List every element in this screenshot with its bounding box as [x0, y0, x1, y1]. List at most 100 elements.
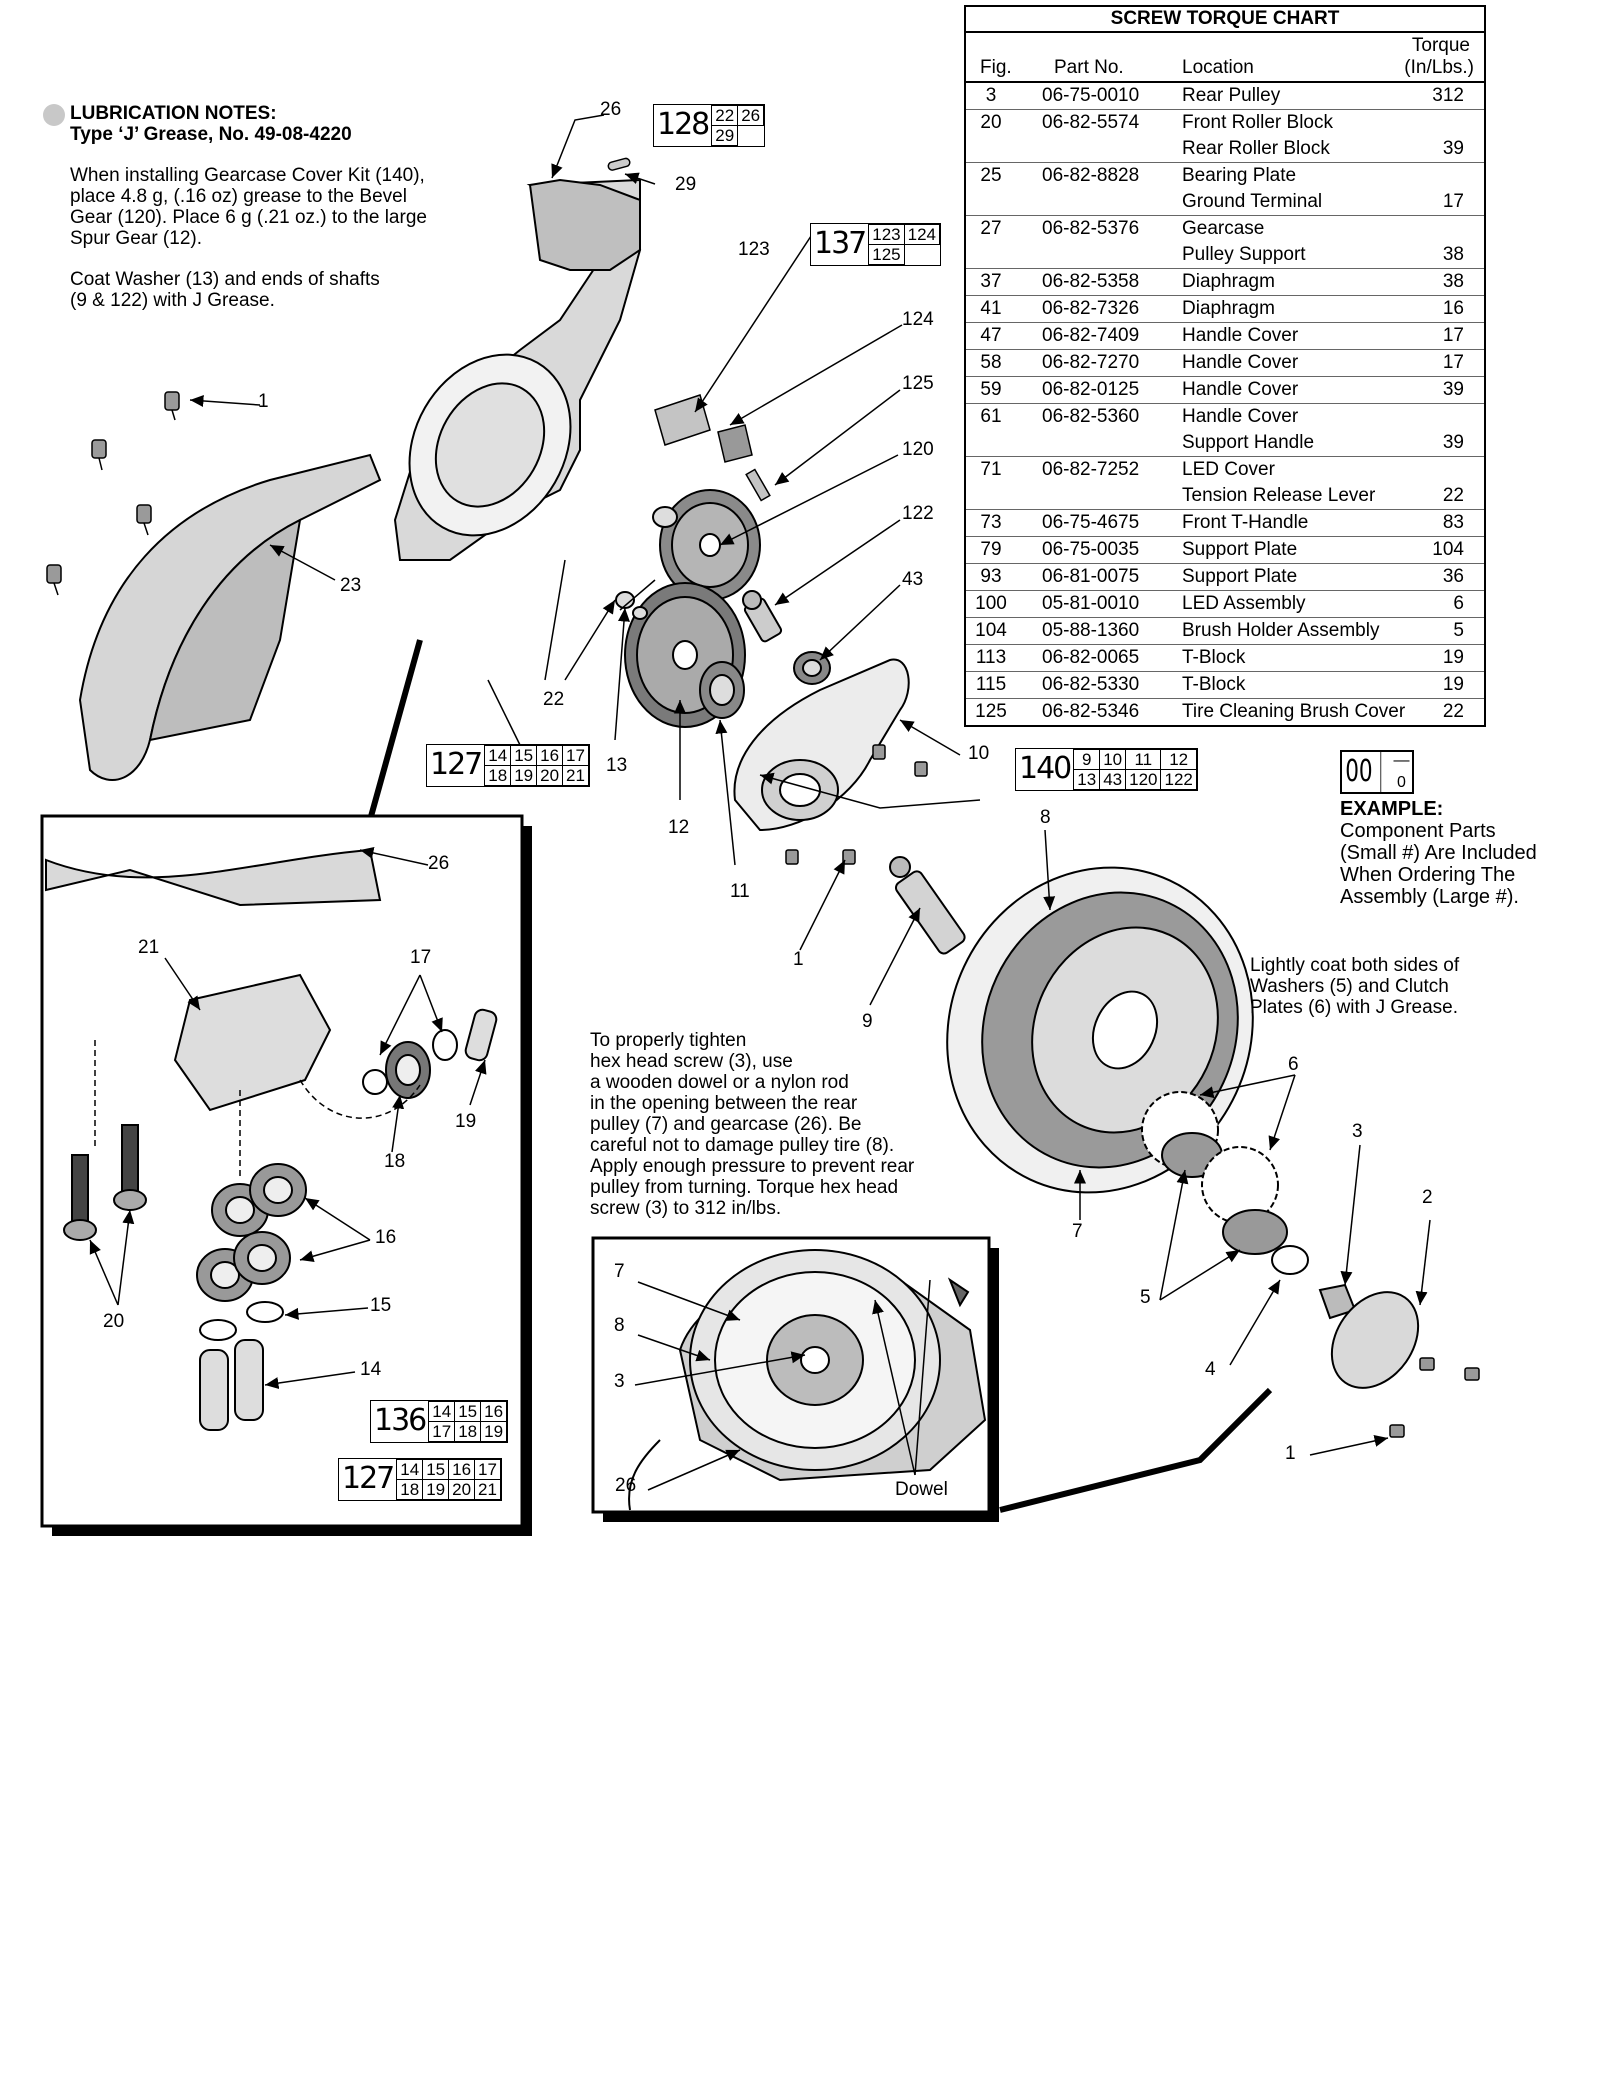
inset-callout-16: 16: [375, 1227, 397, 1248]
torque-fig: 27: [980, 218, 1002, 239]
kit-component-number: 16: [536, 745, 564, 766]
inset2-callout-3: 3: [614, 1371, 625, 1392]
callout-11: 11: [730, 881, 750, 902]
torque-value: 39: [1442, 379, 1464, 400]
torque-part-no: 06-82-7252: [1042, 459, 1140, 480]
grease-washers-note: Lightly coat both sides of Washers (5) a…: [1250, 955, 1460, 1018]
kit-component-number: 14: [484, 745, 512, 766]
torque-location: LED Cover: [1182, 459, 1275, 480]
callout-122: 122: [902, 503, 934, 524]
torque-part-no: 06-75-0035: [1042, 539, 1140, 560]
torque-location: Diaphragm: [1182, 298, 1275, 319]
torque-part-no: 06-75-0010: [1042, 85, 1140, 106]
torque-part-no: 06-81-0075: [1042, 566, 1140, 587]
torque-location: Handle Cover: [1182, 379, 1299, 400]
example-text: Component Parts (Small #) Are Included W…: [1340, 820, 1537, 908]
kit-component-number: 14: [396, 1459, 424, 1480]
grease-dot-icon: [43, 104, 65, 126]
inset-left-leaders: [89, 847, 487, 1390]
callout-29: 29: [675, 174, 697, 195]
torque-value: 19: [1442, 674, 1464, 695]
callout-120: 120: [902, 439, 934, 460]
lubrication-para-2: Coat Washer (13) and ends of shafts (9 &…: [70, 269, 380, 311]
inset2-callout-26: 26: [615, 1475, 637, 1496]
tighten-note: To properly tighten hex head screw (3), …: [590, 1030, 915, 1219]
torque-location: Handle Cover: [1182, 352, 1299, 373]
lubrication-notes: LUBRICATION NOTES: Type ‘J’ Grease, No. …: [43, 103, 513, 331]
torque-location: Handle Cover: [1182, 406, 1299, 427]
torque-location: Gearcase: [1182, 218, 1265, 239]
kit-component-number: 20: [536, 765, 564, 786]
inset-callout-14: 14: [360, 1359, 382, 1380]
callout-1-left: 1: [258, 391, 269, 412]
pin-29: [607, 157, 631, 171]
callout-1-right: 1: [1285, 1443, 1296, 1464]
kit-component-number: 10: [1099, 749, 1127, 770]
kit-component-number: 17: [474, 1459, 501, 1480]
torque-location: Brush Holder Assembly: [1182, 620, 1380, 641]
callout-43: 43: [902, 569, 924, 590]
kit-large-number: 128: [657, 107, 710, 142]
torque-value: 39: [1442, 138, 1464, 159]
belt-guard-23: [78, 453, 382, 781]
torque-part-no: 06-82-7409: [1042, 325, 1140, 346]
example-legend: 00 — 0 EXAMPLE: Component Parts (Small #…: [1340, 750, 1580, 908]
torque-value: 312: [1432, 85, 1464, 106]
torque-part-no: 06-82-7270: [1042, 352, 1140, 373]
torque-value: 39: [1442, 432, 1464, 453]
kit-component-number: 17: [428, 1421, 456, 1442]
torque-value: 16: [1442, 298, 1464, 319]
torque-fig: 104: [975, 620, 1007, 641]
bearing-11: [699, 661, 745, 719]
torque-value: 22: [1442, 485, 1464, 506]
kit-component-number: 43: [1099, 769, 1127, 790]
kit-component-number: 18: [396, 1479, 424, 1500]
torque-part-no: 06-82-7326: [1042, 298, 1140, 319]
callout-10: 10: [968, 743, 990, 764]
header-fig: Fig.: [980, 57, 1012, 78]
kit-component-number: 9: [1073, 749, 1101, 770]
bearing-plate-10: [733, 658, 910, 832]
torque-fig: 25: [980, 165, 1002, 186]
torque-fig: 59: [980, 379, 1002, 400]
torque-value: 83: [1442, 512, 1464, 533]
torque-location: Rear Roller Block: [1182, 138, 1330, 159]
torque-location: Bearing Plate: [1182, 165, 1297, 186]
lubrication-subtitle: Type ‘J’ Grease, No. 49-08-4220: [70, 124, 352, 145]
torque-fig: 100: [975, 593, 1007, 614]
torque-value: 22: [1442, 701, 1464, 722]
example-title: EXAMPLE:: [1340, 798, 1444, 820]
leader-lines: [189, 114, 1431, 1456]
torque-row-line: Rear Roller Block 39: [966, 136, 1484, 162]
screws-1-left: [46, 391, 180, 596]
torque-value: 17: [1442, 325, 1464, 346]
inset-callout-17: 17: [410, 947, 432, 968]
kit-component-number: 19: [510, 765, 538, 786]
torque-fig: 61: [980, 406, 1002, 427]
